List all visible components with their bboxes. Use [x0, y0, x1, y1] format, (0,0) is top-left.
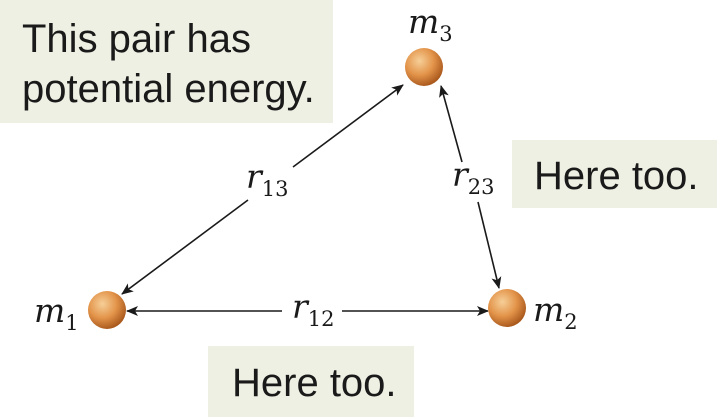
- label-m3-subscript: 3: [439, 22, 452, 46]
- arrow-r23-lower-segment: [477, 201, 502, 289]
- mass-sphere-m3: [405, 48, 443, 86]
- label-m1: m1: [34, 291, 79, 335]
- callout-right-text: Here too.: [534, 154, 699, 198]
- mass-sphere-m2: [488, 289, 526, 327]
- callout-here-too-right: Here too.: [512, 140, 717, 208]
- label-r12-symbol: r: [292, 287, 310, 326]
- label-m1-subscript: 1: [65, 311, 78, 335]
- label-r13-symbol: r: [246, 157, 264, 196]
- label-r13: r13: [246, 157, 289, 201]
- label-r13-subscript: 13: [262, 177, 289, 201]
- callout-top-line-2: potential energy.: [22, 67, 315, 111]
- label-r23-symbol: r: [452, 155, 470, 194]
- label-m1-symbol: m: [34, 291, 65, 330]
- label-m3: m3: [408, 2, 453, 46]
- arrow-r23-upper-segment: [439, 85, 463, 163]
- label-m2: m2: [533, 290, 578, 334]
- label-r23-subscript: 23: [468, 175, 495, 199]
- arrow-r13-upper-segment: [292, 84, 404, 168]
- label-r23: r23: [452, 155, 495, 199]
- label-m2-subscript: 2: [564, 310, 577, 334]
- callout-top-line-1: This pair has: [22, 17, 251, 61]
- callout-here-too-bottom: Here too.: [208, 346, 414, 417]
- label-m2-symbol: m: [533, 290, 564, 329]
- mass-sphere-m1: [88, 291, 126, 329]
- arrow-r13-lower-segment: [121, 199, 249, 295]
- label-r12: r12: [292, 287, 335, 331]
- arrow-r23: [439, 85, 502, 289]
- label-m3-symbol: m: [408, 2, 439, 41]
- callout-bottom-text: Here too.: [232, 361, 397, 405]
- callout-pair-potential-energy: This pair has potential energy.: [0, 0, 333, 123]
- label-r12-subscript: 12: [308, 307, 335, 331]
- arrow-r13: [121, 84, 404, 295]
